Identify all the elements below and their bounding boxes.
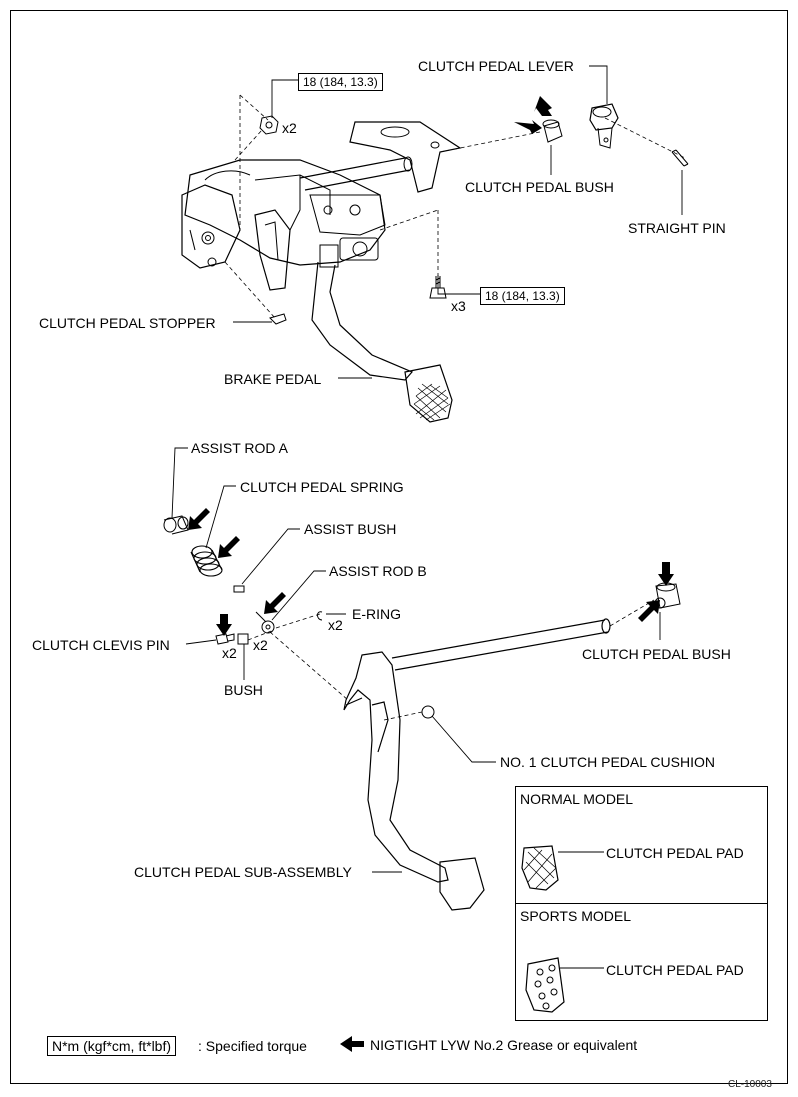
model-box-divider bbox=[515, 903, 768, 904]
brake-pedal-pad-tread bbox=[413, 383, 451, 421]
mounting-bracket-plate bbox=[349, 121, 462, 193]
grease-arrow-bush-top-2 bbox=[514, 120, 542, 134]
clutch-pedal-bush-top-part bbox=[542, 119, 563, 143]
normal-model-title: NORMAL MODEL bbox=[520, 791, 634, 807]
label-brake-pedal: BRAKE PEDAL bbox=[224, 371, 322, 387]
label-no1-clutch-pedal-cushion: NO. 1 CLUTCH PEDAL CUSHION bbox=[500, 754, 715, 770]
grease-arrow-bush-bottom-1 bbox=[658, 562, 674, 586]
grease-arrows bbox=[188, 96, 674, 1052]
label-straight-pin: STRAIGHT PIN bbox=[628, 220, 726, 236]
label-assist-rod-a: ASSIST ROD A bbox=[191, 440, 288, 456]
sports-model-pad-label: CLUTCH PEDAL PAD bbox=[606, 962, 744, 978]
pedal-bracket bbox=[181, 159, 386, 291]
legend-torque-key: N*m (kgf*cm, ft*lbf) bbox=[47, 1036, 177, 1056]
qty-clevis-pin: x2 bbox=[222, 645, 237, 661]
clutch-pedal-shaft bbox=[391, 618, 611, 671]
grease-arrow-bush-top-1 bbox=[534, 96, 552, 116]
model-box-pads bbox=[521, 845, 604, 1013]
label-clutch-pedal-stopper: CLUTCH PEDAL STOPPER bbox=[39, 315, 216, 331]
grease-arrow-assist-rod-b bbox=[264, 592, 286, 614]
label-clutch-pedal-lever: CLUTCH PEDAL LEVER bbox=[418, 58, 574, 74]
e-ring-part bbox=[317, 611, 323, 621]
normal-clutch-pad-drawing bbox=[521, 845, 559, 891]
normal-model-pad-label: CLUTCH PEDAL PAD bbox=[606, 845, 744, 861]
assembly-guide-lines-bottom bbox=[247, 599, 655, 721]
label-assist-rod-b: ASSIST ROD B bbox=[329, 563, 427, 579]
clutch-pedal-spring-part bbox=[190, 545, 223, 577]
torque-spec-bracket-bolt: 18 (184, 13.3) bbox=[480, 287, 565, 305]
diagram-frame bbox=[10, 10, 788, 1084]
qty-e-ring: x2 bbox=[328, 617, 343, 633]
label-assist-bush: ASSIST BUSH bbox=[304, 521, 397, 537]
sports-model-title: SPORTS MODEL bbox=[520, 908, 631, 924]
label-bush: BUSH bbox=[224, 682, 263, 698]
assist-rod-a-part bbox=[163, 515, 189, 535]
grease-arrow-assist-rod-a bbox=[188, 508, 210, 530]
qty-bush: x2 bbox=[253, 637, 268, 653]
assembly-guide-lines-top bbox=[224, 94, 686, 319]
grease-arrow-spring bbox=[218, 536, 240, 558]
leader-lines bbox=[171, 65, 683, 873]
torque-spec-upper-nut: 18 (184, 13.3) bbox=[298, 73, 383, 91]
label-clutch-clevis-pin: CLUTCH CLEVIS PIN bbox=[32, 637, 170, 653]
brake-pedal-arm bbox=[311, 261, 453, 423]
clutch-pedal-lever-part bbox=[589, 103, 619, 149]
legend-torque-text: : Specified torque bbox=[198, 1038, 307, 1054]
clutch-pedal-arm bbox=[343, 651, 449, 883]
upper-nut bbox=[259, 115, 279, 135]
label-clutch-pedal-bush-bottom: CLUTCH PEDAL BUSH bbox=[582, 646, 731, 662]
clutch-pedal-stopper-part bbox=[269, 313, 287, 325]
legend-grease-text: NIGTIGHT LYW No.2 Grease or equivalent bbox=[370, 1037, 638, 1053]
grease-arrow-bush-bottom-2 bbox=[638, 600, 660, 622]
qty-nut: x2 bbox=[282, 120, 297, 136]
label-e-ring: E-RING bbox=[352, 606, 401, 622]
figure-code: CL-10003 bbox=[728, 1079, 772, 1090]
sports-clutch-pad-drawing bbox=[525, 957, 604, 1013]
label-clutch-pedal-spring: CLUTCH PEDAL SPRING bbox=[240, 479, 404, 495]
label-clutch-pedal-bush-top: CLUTCH PEDAL BUSH bbox=[465, 179, 614, 195]
clutch-clevis-pin-part bbox=[215, 633, 235, 645]
qty-bolt: x3 bbox=[451, 298, 466, 314]
assist-rod-b-part bbox=[255, 611, 275, 634]
label-clutch-pedal-sub-assembly: CLUTCH PEDAL SUB-ASSEMBLY bbox=[134, 864, 352, 880]
legend-grease-arrow bbox=[340, 1036, 364, 1052]
assist-bush-part bbox=[233, 585, 245, 593]
clutch-pedal-pad-main bbox=[439, 857, 485, 911]
pedal-shaft bbox=[299, 156, 413, 191]
grease-arrow-clevis-pin bbox=[216, 614, 232, 636]
bush-part bbox=[237, 633, 249, 645]
straight-pin-part bbox=[671, 149, 689, 167]
